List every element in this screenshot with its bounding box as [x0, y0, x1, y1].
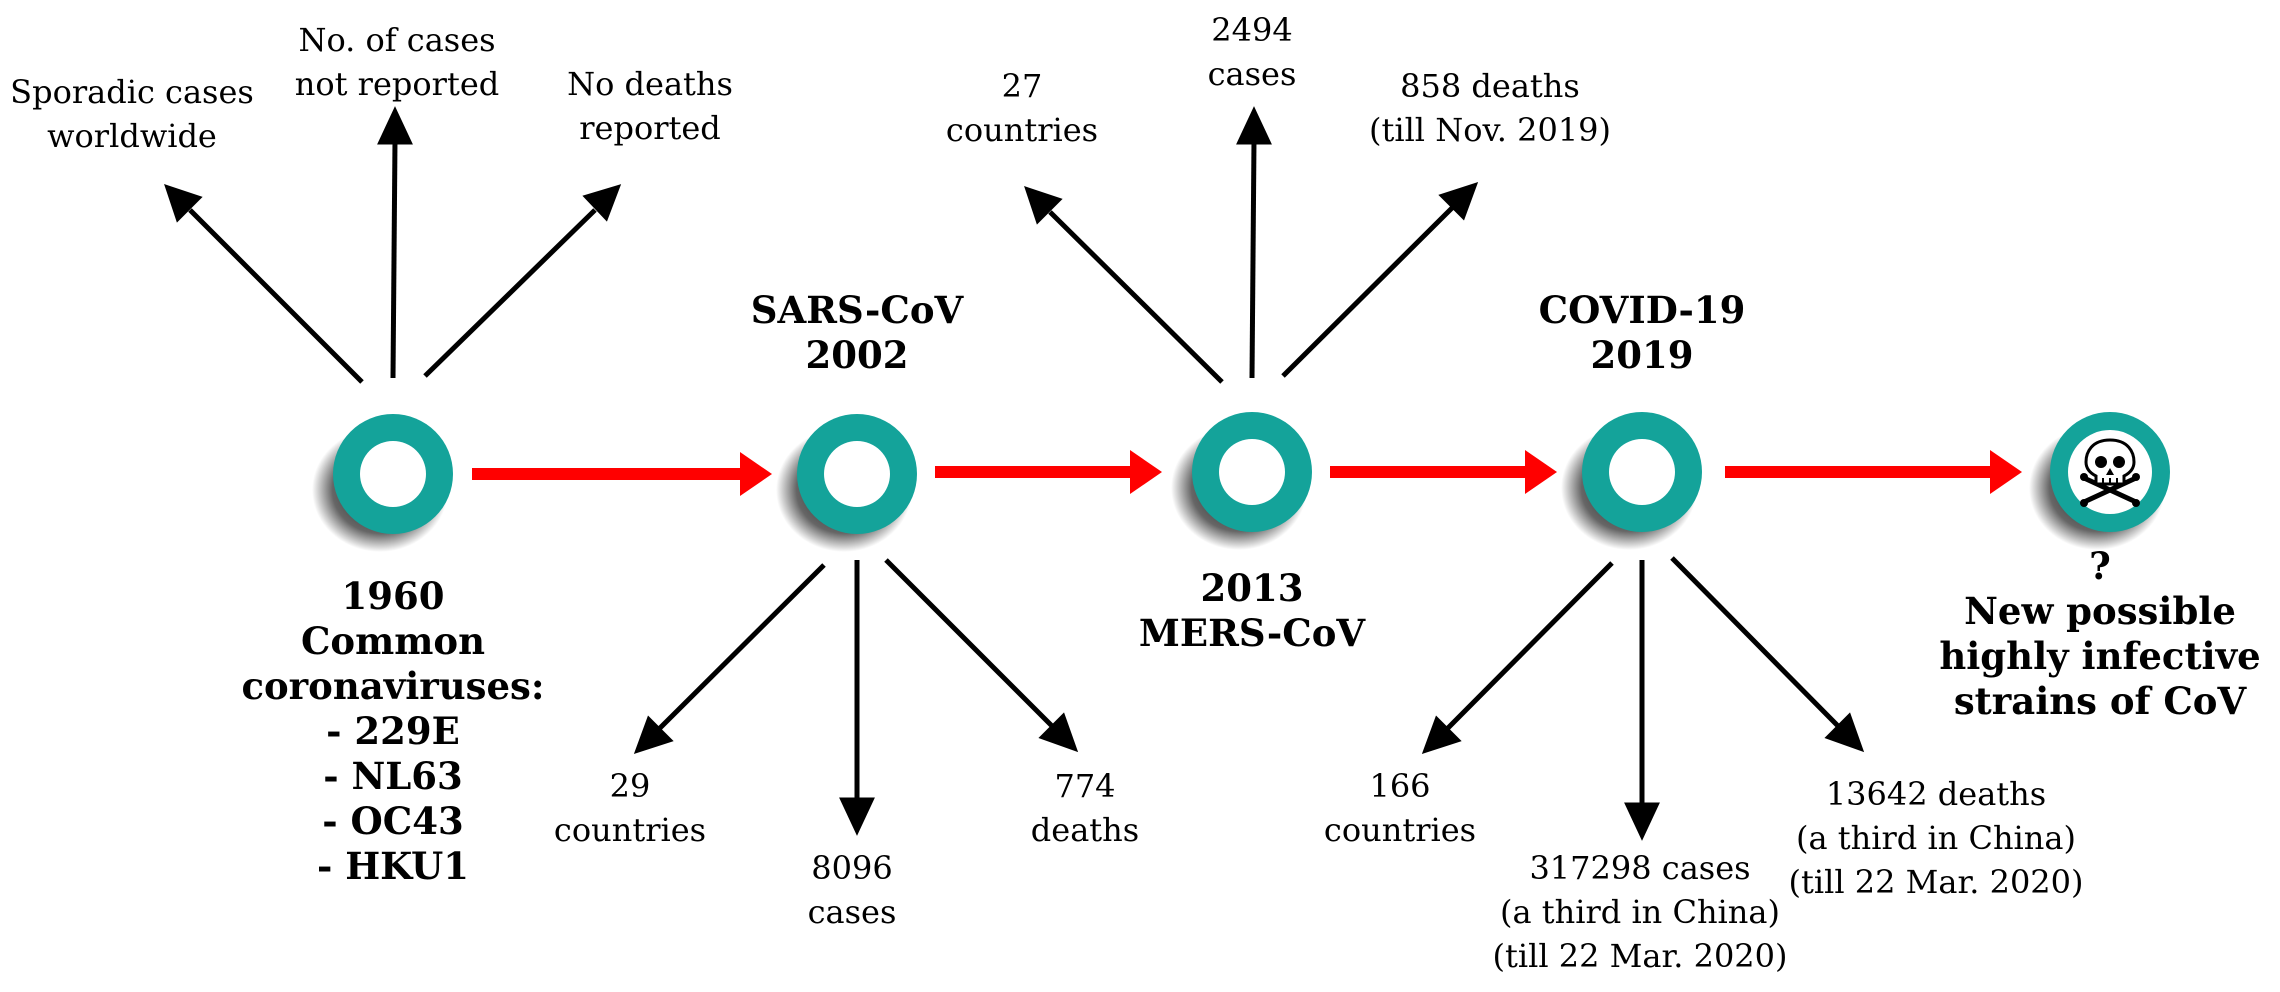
- branch-arrow-1960-up: [377, 106, 413, 379]
- branch-label-line: 166: [1369, 767, 1431, 805]
- node-label-line: New possible: [1964, 589, 2236, 633]
- branch-arrow-sars-left: [633, 563, 826, 754]
- branch-label-sars-cases: 8096 cases: [772, 846, 932, 934]
- branch-label-line: (till 22 Mar. 2020): [1788, 863, 2084, 901]
- node-label-line: COVID-19: [1538, 288, 1746, 332]
- branch-arrow-covid-left: [1421, 561, 1614, 754]
- branch-label-1960-deaths: No deaths reported: [540, 62, 760, 150]
- branch-label-line: No deaths: [567, 65, 733, 103]
- branch-label-line: 13642 deaths: [1825, 775, 2047, 813]
- node-label-1960: 1960 Common coronaviruses: - 229E - NL63…: [233, 574, 553, 889]
- branch-label-line: (a third in China): [1796, 819, 2076, 857]
- branch-label-line: No. of cases: [298, 21, 496, 59]
- branch-arrow-mers-right: [1281, 182, 1479, 378]
- branch-label-line: not reported: [294, 65, 500, 103]
- branch-label-line: (a third in China): [1500, 893, 1780, 931]
- node-label-line: 2013: [1200, 566, 1304, 610]
- branch-label-line: deaths: [1030, 811, 1140, 849]
- branch-label-line: countries: [945, 111, 1099, 149]
- branch-label-line: 774: [1054, 767, 1116, 805]
- branch-label-sars-deaths: 774 deaths: [1010, 764, 1160, 852]
- branch-arrow-mers-up: [1236, 106, 1272, 379]
- branch-label-mers-cases: 2494 cases: [1172, 8, 1332, 96]
- node-label-mers-cov: 2013 MERS-CoV: [1102, 566, 1402, 656]
- branch-label-covid-deaths: 13642 deaths (a third in China) (till 22…: [1776, 772, 2096, 904]
- branch-label-line: cases: [807, 893, 897, 931]
- timeline-arrow-2: [935, 450, 1162, 494]
- node-label-line: - OC43: [322, 799, 464, 843]
- branch-label-1960-cases: No. of cases not reported: [277, 18, 517, 106]
- branch-arrow-covid-right: [1670, 556, 1865, 753]
- branch-arrow-1960-left: [164, 184, 364, 384]
- branch-arrow-1960-right: [423, 184, 622, 378]
- branch-label-line: 2494: [1211, 11, 1293, 49]
- branch-label-line: 317298 cases: [1529, 849, 1751, 887]
- branch-label-covid-countries: 166 countries: [1310, 764, 1490, 852]
- node-label-line: SARS-CoV: [750, 288, 964, 332]
- node-mers-cov: [1171, 412, 1312, 550]
- node-label-line: 2019: [1590, 333, 1694, 377]
- branch-label-mers-deaths: 858 deaths (till Nov. 2019): [1350, 64, 1630, 152]
- timeline-arrow-4: [1725, 450, 2022, 494]
- branch-arrow-mers-left: [1024, 186, 1224, 384]
- branch-label-1960-sporadic: Sporadic cases worldwide: [2, 70, 262, 158]
- branch-arrow-covid-down: [1624, 560, 1660, 841]
- node-label-line: - 229E: [326, 709, 460, 753]
- node-label-line: 2002: [805, 333, 909, 377]
- branch-label-line: 27: [1001, 67, 1043, 105]
- branch-label-sars-countries: 29 countries: [540, 764, 720, 852]
- node-label-sars-cov: SARS-CoV 2002: [717, 288, 997, 378]
- branch-label-mers-countries: 27 countries: [922, 64, 1122, 152]
- node-label-future: ? New possible highly infective strains …: [1930, 544, 2270, 724]
- node-label-line: strains of CoV: [1953, 679, 2247, 723]
- skull-crossbones-icon: [2080, 438, 2140, 507]
- node-1960: [312, 414, 453, 552]
- node-label-line: Common: [300, 619, 485, 663]
- node-sars-cov: [776, 414, 917, 552]
- branch-label-line: cases: [1207, 55, 1297, 93]
- branch-label-line: worldwide: [47, 117, 217, 155]
- node-label-covid-19: COVID-19 2019: [1502, 288, 1782, 378]
- branch-arrow-sars-right: [884, 558, 1079, 753]
- branch-label-line: reported: [579, 109, 721, 147]
- branch-label-line: (till Nov. 2019): [1368, 111, 1612, 149]
- timeline-arrow-1: [472, 452, 772, 496]
- timeline-arrow-3: [1330, 450, 1557, 494]
- branch-label-line: 8096: [811, 849, 893, 887]
- branch-label-line: countries: [553, 811, 707, 849]
- branch-label-covid-cases: 317298 cases (a third in China) (till 22…: [1480, 846, 1800, 978]
- node-label-line: ?: [2089, 544, 2111, 588]
- node-covid-19: [1561, 412, 1702, 550]
- branch-label-line: Sporadic cases: [10, 73, 254, 111]
- branch-label-line: countries: [1323, 811, 1477, 849]
- node-label-line: coronaviruses:: [241, 664, 545, 708]
- branch-label-line: 29: [609, 767, 651, 805]
- branch-label-line: (till 22 Mar. 2020): [1492, 937, 1788, 975]
- node-label-line: 1960: [341, 574, 445, 618]
- node-label-line: - NL63: [323, 754, 463, 798]
- node-label-line: - HKU1: [316, 844, 470, 888]
- branch-arrow-sars-down: [839, 560, 875, 836]
- node-label-line: highly infective: [1939, 634, 2261, 678]
- node-label-line: MERS-CoV: [1138, 611, 1366, 655]
- branch-label-line: 858 deaths: [1400, 67, 1580, 105]
